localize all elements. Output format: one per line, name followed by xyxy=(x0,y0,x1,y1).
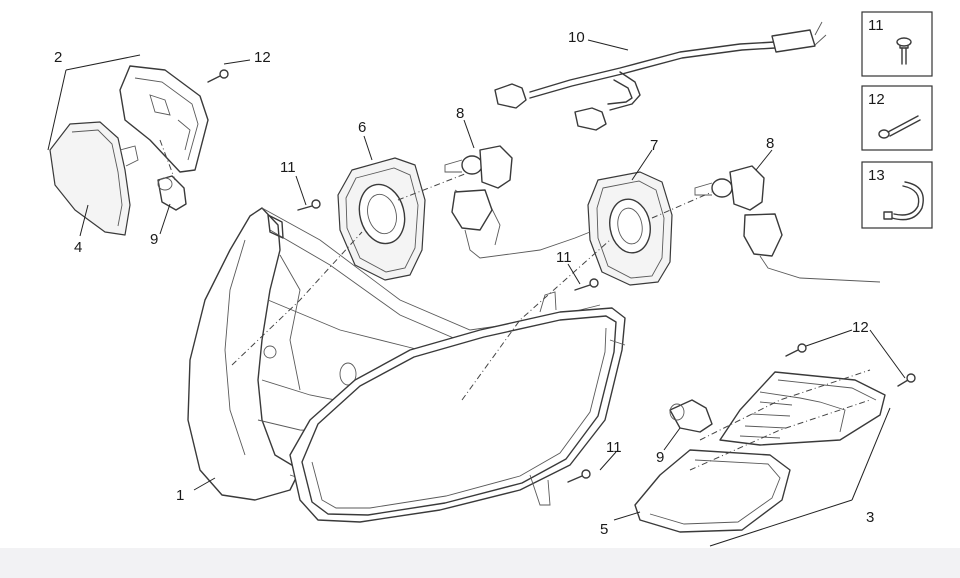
callout-12-a: 12 xyxy=(254,49,271,66)
callout-6: 6 xyxy=(358,119,366,136)
callout-5: 5 xyxy=(600,521,608,538)
right-turn-signal-bulb[interactable] xyxy=(669,399,713,433)
legend-box-11[interactable]: 11 xyxy=(861,11,933,77)
callout-11-a: 11 xyxy=(280,159,296,176)
headlight-lens-frame[interactable] xyxy=(289,291,626,523)
left-turn-signal-lens[interactable] xyxy=(49,121,139,236)
assembly-axis-lines xyxy=(159,139,871,471)
footer-strip xyxy=(0,548,960,578)
callout-11-c: 11 xyxy=(606,439,622,456)
legend-label-11: 11 xyxy=(868,17,884,34)
legend-label-12: 12 xyxy=(868,91,885,108)
callout-labels: 1 2 3 4 5 6 7 8 8 9 9 10 11 11 11 12 12 xyxy=(54,29,874,538)
headlight-bulb-right[interactable] xyxy=(694,165,881,283)
screw-11-c[interactable] xyxy=(567,469,591,483)
callout-12-b: 12 xyxy=(852,319,869,336)
screw-12-b[interactable] xyxy=(785,343,807,357)
callout-11-b: 11 xyxy=(556,249,572,266)
callout-1: 1 xyxy=(176,487,184,504)
legend-box-12[interactable]: 12 xyxy=(861,85,933,151)
callout-9-left: 9 xyxy=(150,231,158,248)
callout-2: 2 xyxy=(54,49,62,66)
left-turn-signal-bulb[interactable] xyxy=(157,175,187,211)
rubber-grommet-left[interactable] xyxy=(337,157,426,281)
wiring-harness[interactable] xyxy=(494,21,827,131)
legend-label-13: 13 xyxy=(868,167,885,184)
screw-11-a[interactable] xyxy=(297,199,321,211)
leader-lines xyxy=(47,39,906,547)
callout-9-right: 9 xyxy=(656,449,664,466)
callout-10: 10 xyxy=(568,29,585,46)
headlight-bulb-left[interactable] xyxy=(444,145,591,259)
callout-8-left: 8 xyxy=(456,105,464,122)
screw-11-b[interactable] xyxy=(574,278,599,291)
legend-box-13[interactable]: 13 xyxy=(861,161,933,229)
callout-3: 3 xyxy=(866,509,874,526)
callout-7: 7 xyxy=(650,137,658,154)
right-turn-signal-lens[interactable] xyxy=(634,449,791,533)
rubber-grommet-right[interactable] xyxy=(587,171,673,286)
screw-12-a[interactable] xyxy=(207,69,229,83)
callout-8-right: 8 xyxy=(766,135,774,152)
callout-4: 4 xyxy=(74,239,82,256)
right-turn-signal-housing[interactable] xyxy=(719,371,886,446)
screw-12-c[interactable] xyxy=(897,373,916,387)
left-turn-signal-housing[interactable] xyxy=(119,65,209,173)
